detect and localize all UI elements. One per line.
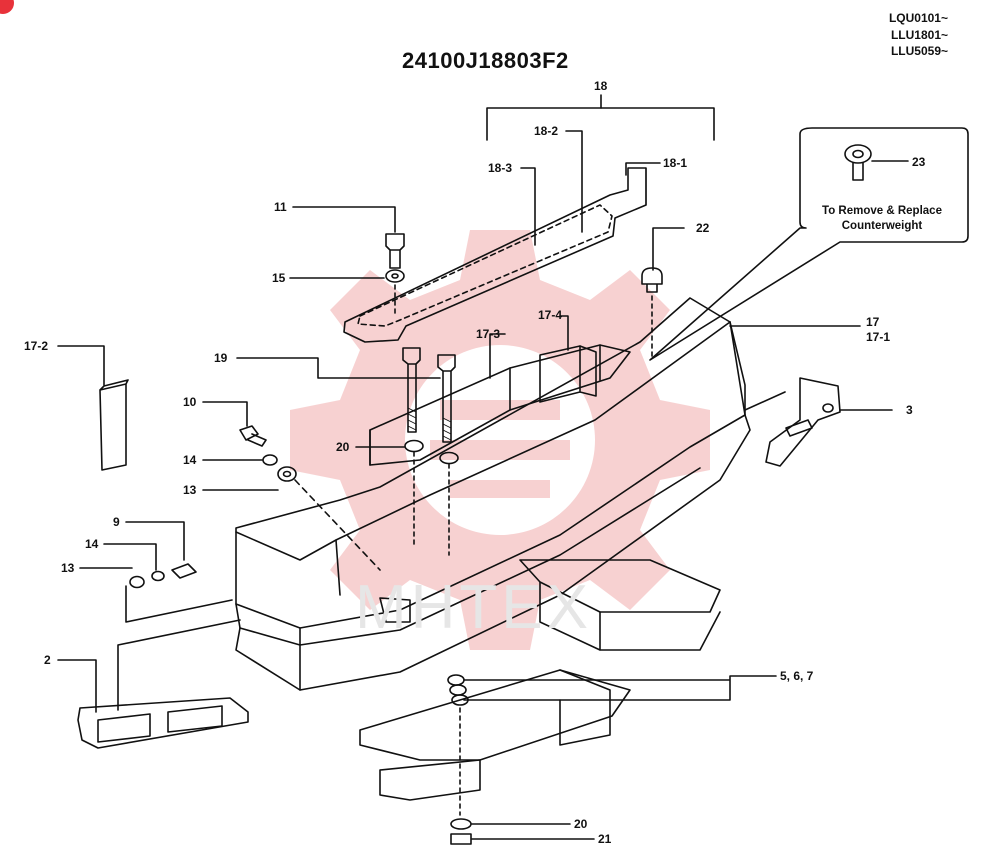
- part-label: 17-2: [24, 339, 49, 353]
- corner-badge: [0, 0, 14, 14]
- part-label: 20: [336, 440, 350, 454]
- top-plate: [343, 167, 647, 343]
- part-label: 13: [61, 561, 75, 575]
- counterweight-lower: [235, 414, 751, 691]
- part-label: 19: [214, 351, 228, 365]
- leader-17-4: [559, 315, 569, 351]
- callout-box: [649, 127, 969, 361]
- part-label: 3: [906, 403, 913, 417]
- part-label: 10: [183, 395, 197, 409]
- leader-2: [57, 659, 97, 713]
- part-label: 17-4: [538, 308, 563, 322]
- drawing-number: 24100J18803F2: [402, 48, 569, 73]
- bolt-19b: [437, 354, 456, 443]
- washer-15: [385, 269, 405, 283]
- part-label: 2: [44, 653, 51, 667]
- part-label: 21: [598, 832, 612, 846]
- bracket-18: [486, 107, 715, 141]
- block-17-4: [539, 345, 597, 403]
- washer-13b: [129, 575, 145, 589]
- part-label: 13: [183, 483, 197, 497]
- callout-note-line-2: Counterweight: [841, 220, 923, 232]
- leader-18-3: [520, 167, 536, 246]
- serial-range-3: LLU5059~: [890, 44, 948, 58]
- serial-range-2: LLU1801~: [890, 28, 948, 42]
- part-label: 18-2: [534, 124, 559, 138]
- washer-7: [451, 694, 469, 706]
- leader-22: [652, 227, 685, 271]
- part-label: 18-1: [663, 156, 688, 170]
- part-label: 14: [183, 453, 197, 467]
- washer-13a: [277, 466, 297, 482]
- part-label: 14: [85, 537, 99, 551]
- washer-20b: [450, 818, 472, 830]
- leader-17-2: [57, 345, 105, 386]
- leader-18-1: [625, 162, 661, 176]
- part-label: 17-1: [866, 330, 891, 344]
- part-label: 9: [113, 515, 120, 529]
- washer-6: [449, 684, 467, 696]
- watermark-text: MHTEX: [355, 573, 592, 642]
- part-label: 5, 6, 7: [780, 669, 814, 683]
- nut-21: [450, 833, 472, 845]
- cap-22: [641, 267, 663, 293]
- plate-17-2: [99, 379, 129, 471]
- leader-11: [292, 206, 396, 233]
- leader-18-2: [565, 130, 583, 233]
- washer-14a: [262, 454, 278, 466]
- bolt-9: [171, 563, 197, 579]
- washer-5: [447, 674, 465, 686]
- leader-9: [125, 521, 185, 561]
- part-label: 22: [696, 221, 710, 235]
- part-label: 15: [272, 271, 286, 285]
- leader-5-6-7: [463, 675, 777, 701]
- leader-10: [202, 401, 248, 427]
- counterweight-body: [235, 321, 746, 629]
- plate-liner: [357, 204, 613, 327]
- part-label: 17: [866, 315, 880, 329]
- callout-note-line-1: To Remove & Replace: [822, 205, 942, 217]
- eye-bolt-23: [844, 144, 872, 164]
- bolt-11: [385, 233, 405, 269]
- leader-19: [236, 357, 441, 379]
- part-label: 20: [574, 817, 588, 831]
- counterweight-top: [235, 297, 731, 561]
- washer-14b: [151, 570, 165, 582]
- part-label: 18: [594, 79, 608, 93]
- bolt-19a: [402, 347, 421, 433]
- part-label: 17-3: [476, 327, 501, 341]
- watermark-logo: [290, 230, 710, 650]
- part-label: 18-3: [488, 161, 513, 175]
- bracket-2: [77, 697, 249, 749]
- leader-17-3: [489, 333, 506, 379]
- serial-range-1: LQU0101~: [888, 11, 948, 25]
- bolt-10: [239, 425, 267, 447]
- leader-14b: [103, 543, 157, 571]
- part-label: 23: [912, 155, 926, 169]
- part-label: 11: [274, 200, 287, 214]
